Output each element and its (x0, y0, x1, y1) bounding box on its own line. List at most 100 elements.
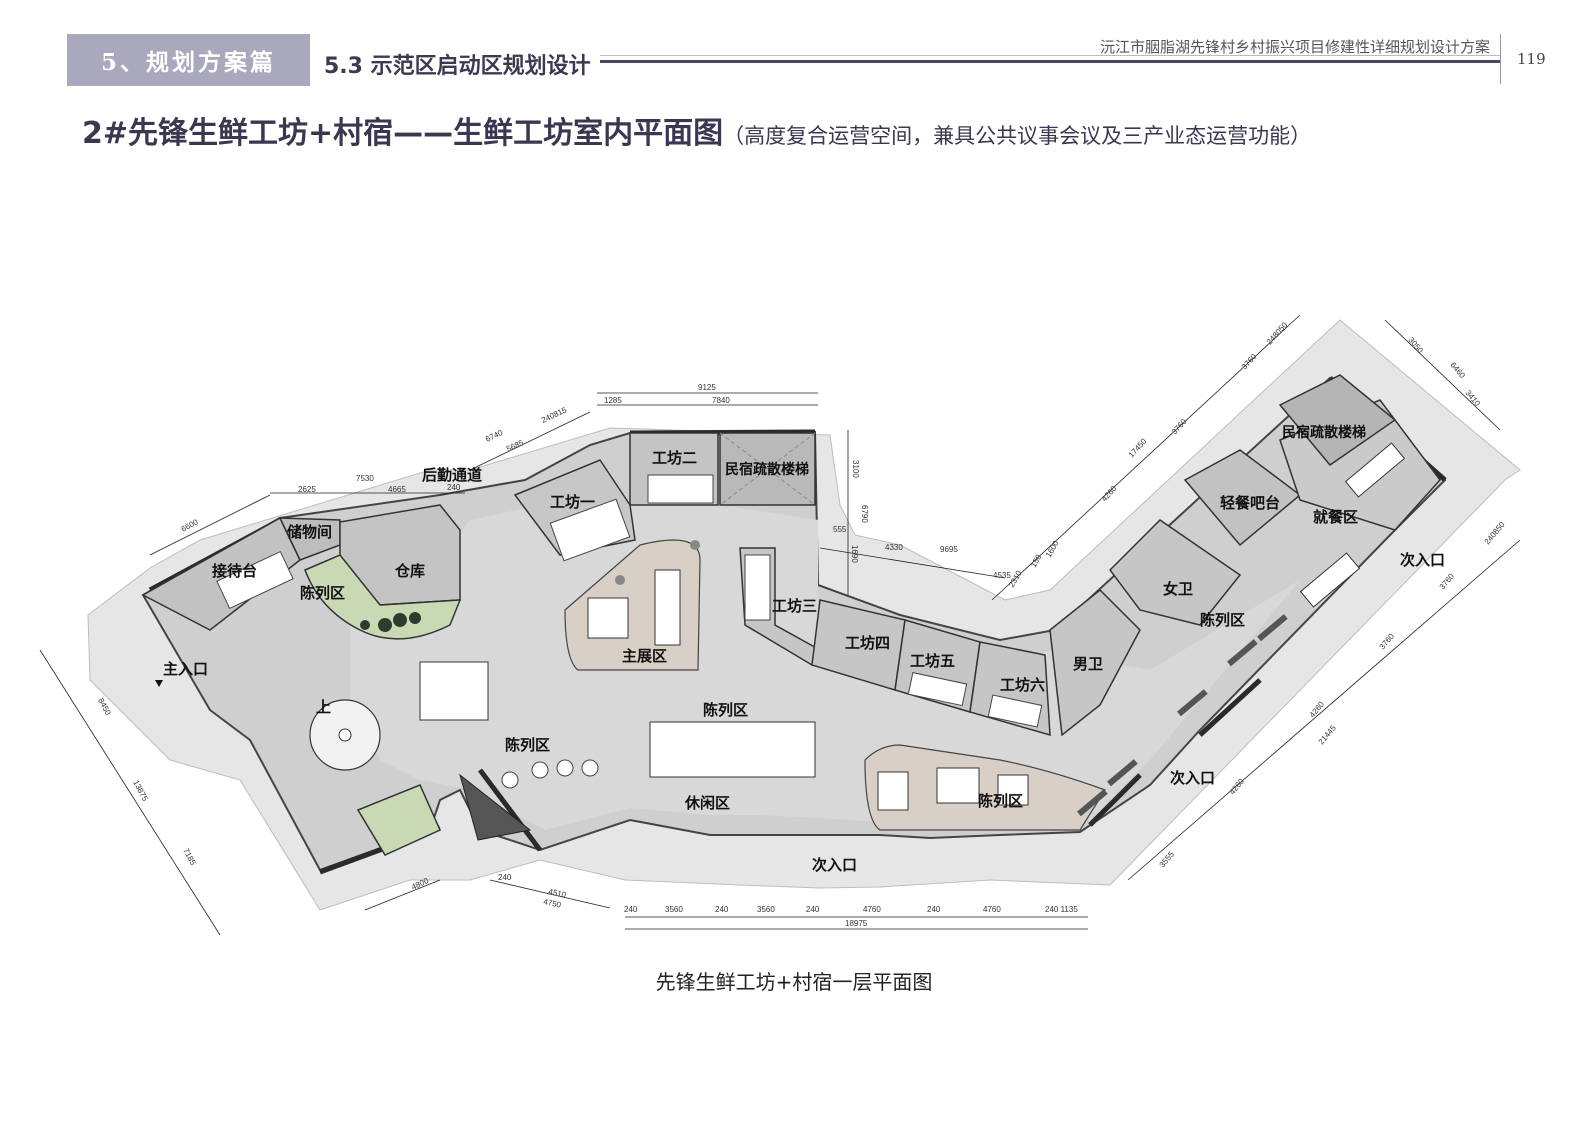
header-rule (600, 60, 1500, 63)
label-warehouse: 仓库 (394, 562, 425, 580)
dim-7530: 7530 (356, 474, 374, 483)
label-homestay-stairs-a: 民宿疏散楼梯 (725, 461, 809, 478)
dim-6790: 6790 (860, 505, 869, 523)
exhibition-e-table-c (997, 774, 1029, 806)
dim-240-a: 240 (447, 483, 461, 492)
dim-3760-c: 3760 (1438, 571, 1457, 591)
label-workshop-1: 工坊一 (550, 493, 595, 511)
label-exhibition-c: 陈列区 (703, 701, 748, 719)
dim-3100: 3100 (851, 460, 860, 478)
room-mens-wc (1049, 588, 1141, 737)
label-womens-wc: 女卫 (1163, 580, 1193, 598)
dim-bottom-240-c: 240 (806, 905, 820, 914)
label-mens-wc: 男卫 (1073, 655, 1103, 673)
workshop-6-bench (987, 694, 1043, 728)
main-entrance-arrow-icon (155, 680, 163, 687)
dim-3760-d: 3760 (1378, 631, 1397, 651)
dimension-lines (39, 314, 1521, 936)
header-rule-thin (600, 55, 1500, 56)
dim-3760-a: 3760 (1170, 417, 1189, 437)
lounge-sofa (419, 661, 489, 721)
workshop-3-bench (744, 554, 771, 621)
room-womens-wc (1109, 519, 1242, 626)
label-reception: 接待台 (212, 562, 257, 580)
dim-4535: 4535 (993, 571, 1011, 580)
lounge-round-tables (501, 759, 599, 789)
dim-3555: 3555 (1158, 849, 1177, 869)
room-labels: 后勤通道 储物间 工坊一 工坊二 民宿疏散楼梯 接待台 仓库 陈列区 主入口 主… (163, 424, 1445, 874)
dim-4260-a: 4260 (1100, 484, 1119, 504)
label-exhibition-e: 陈列区 (978, 792, 1023, 810)
workshop-2-bench (647, 474, 714, 504)
dim-17450: 17450 (1127, 436, 1149, 459)
dim-bottom-240-b: 240 (715, 905, 729, 914)
dim-bottom-240-a: 240 (624, 905, 638, 914)
label-workshop-2: 工坊二 (652, 449, 697, 467)
dim-7840: 7840 (712, 396, 730, 405)
exhibition-e-table-a (877, 771, 909, 811)
page-title-note: （高度复合运营空间，兼具公共议事会议及三产业态运营功能） (723, 124, 1312, 148)
page-title-main: 2#先锋生鲜工坊+村宿——生鲜工坊室内平面图 (82, 116, 724, 151)
label-up: 上 (316, 698, 331, 716)
dim-bottom-4760-a: 4760 (863, 905, 881, 914)
dim-150: 150 (1029, 552, 1044, 569)
reception-desk (216, 550, 294, 610)
dining-table-a (1344, 442, 1406, 498)
label-secondary-entrance-b: 次入口 (1170, 769, 1215, 787)
dim-1600: 1600 (1044, 539, 1061, 559)
column-b (690, 540, 700, 550)
dim-21445: 21445 (1317, 723, 1339, 746)
label-light-meal-bar: 轻餐吧台 (1220, 494, 1280, 512)
label-lounge: 休闲区 (684, 794, 730, 812)
label-dining-area: 就餐区 (1313, 508, 1358, 526)
plant-b (393, 613, 407, 627)
label-secondary-entrance-c: 次入口 (812, 856, 857, 874)
dim-3760-b: 3760 (1240, 352, 1259, 372)
label-workshop-3: 工坊三 (772, 597, 817, 615)
dim-3410: 3410 (1463, 389, 1482, 409)
dim-1690: 1690 (850, 545, 859, 563)
sub-section-title: 5.3 示范区启动区规划设计 (324, 54, 591, 79)
spiral-stair-core (338, 728, 352, 742)
green-display-area (304, 554, 462, 640)
dim-bottom-3560-a: 3560 (665, 905, 683, 914)
plant-d (360, 620, 370, 630)
dim-240-b: 240 (498, 873, 512, 882)
project-name: 沅江市胭脂湖先锋村乡村振兴项目修建性详细规划设计方案 (1099, 38, 1490, 56)
workshop-1-bench (549, 498, 631, 562)
stair-core-1-diagonal-b (719, 432, 816, 506)
dim-9695: 9695 (940, 545, 958, 554)
label-homestay-stairs-b: 民宿疏散楼梯 (1282, 424, 1366, 441)
label-exhibition-b: 陈列区 (1200, 611, 1245, 629)
triangle-feature (459, 773, 532, 841)
label-storage-room: 储物间 (287, 523, 332, 541)
dim-4330: 4330 (885, 543, 903, 552)
header-divider (1500, 34, 1501, 84)
dim-4750: 4750 (543, 897, 563, 910)
page-title: 2#先锋生鲜工坊+村宿——生鲜工坊室内平面图（高度复合运营空间，兼具公共议事会议… (82, 108, 1311, 152)
room-stair-core-2 (1278, 374, 1397, 467)
section-tag: 5、规划方案篇 (67, 34, 310, 86)
dim-bottom-3560-b: 3560 (757, 905, 775, 914)
exhibition-long-table (654, 569, 681, 646)
plant-a (378, 618, 392, 632)
dim-9125: 9125 (698, 383, 716, 392)
dim-bottom-4760-b: 4760 (983, 905, 1001, 914)
workshop-5-bench (907, 672, 968, 707)
label-secondary-entrance-a: 次入口 (1400, 551, 1445, 569)
room-exhibition-e (864, 744, 1106, 831)
column-a (615, 575, 625, 585)
label-main-exhibition: 主展区 (622, 647, 667, 665)
label-main-entrance: 主入口 (163, 660, 208, 678)
label-rear-passage: 后勤通道 (422, 466, 482, 484)
dim-bottom-18975: 18975 (845, 919, 868, 928)
page-number: 119 (1517, 50, 1546, 68)
label-workshop-6: 工坊六 (1000, 676, 1045, 694)
dim-555: 555 (833, 525, 847, 534)
lower-green-area (356, 784, 441, 856)
label-exhibition-a: 陈列区 (300, 584, 345, 602)
dining-table-b (1299, 552, 1361, 608)
dim-1285: 1285 (604, 396, 622, 405)
dim-6740: 6740 (484, 428, 504, 444)
